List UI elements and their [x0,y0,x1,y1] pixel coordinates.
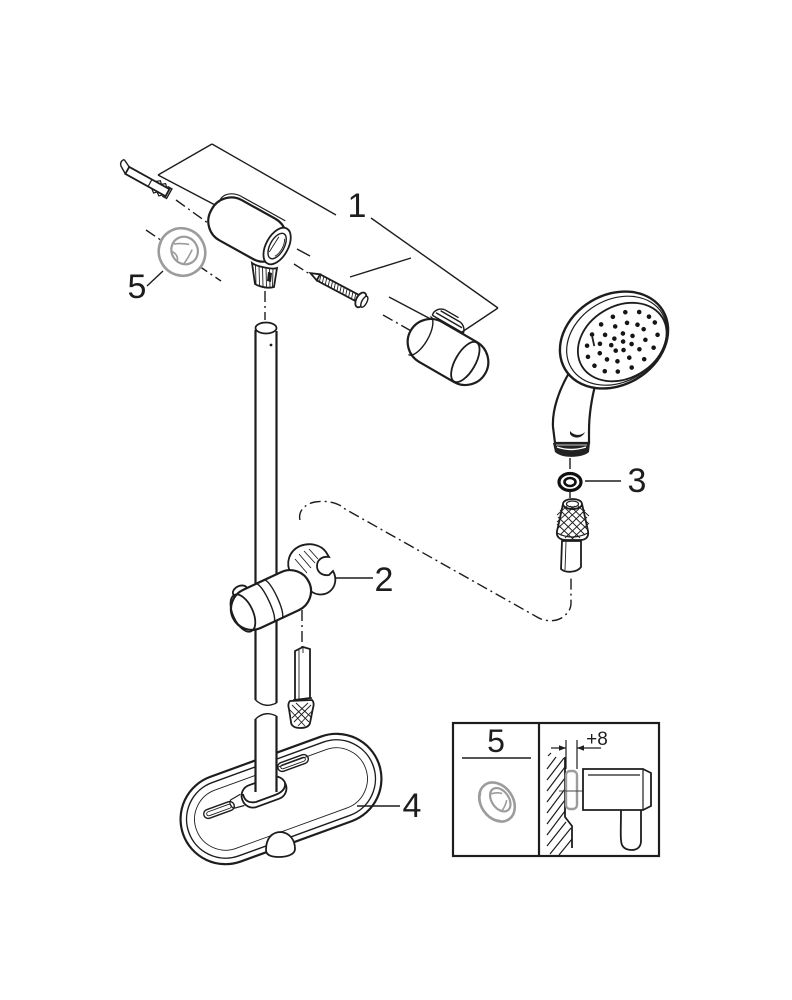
handle-mark [570,431,585,438]
label-part5: 5 [128,268,147,306]
hose-stub-upper [560,540,582,573]
spacer-ring [157,226,207,278]
inset-spacer-ring-icon [477,781,517,823]
shower-rail [254,321,278,792]
shower-head-face [558,290,670,390]
inset-part-label: 5 [487,723,505,759]
inset-dimension-label: +8 [586,729,608,750]
label-part4: 4 [403,787,422,825]
part1-group-outline [157,143,499,335]
cover-cap [406,308,490,387]
inset-bracket-side-view [582,768,652,851]
bracket-clamp-boss [250,260,279,289]
slider-holder [229,543,337,633]
hose-nut-upper [555,498,590,573]
dish-collar-front-rim [242,782,286,804]
hand-shower [551,290,670,457]
holder-cradle-hook [287,543,337,596]
rail-bottom-cap [265,831,296,858]
wall-plug [119,158,173,200]
label-part3: 3 [628,462,647,500]
inset-detail-box: 5 +8 [451,721,661,858]
screw [308,271,369,309]
label-5-leader [146,270,164,287]
wall-bracket-mount [207,193,292,266]
hose-routing-curve [298,500,572,622]
inset-dimension: +8 [551,729,608,769]
label-part2: 2 [375,561,394,599]
dish-slot [276,753,310,773]
hose-gasket [557,458,583,498]
inset-spacer-side-view [564,769,579,811]
hose-end-lower [287,610,315,729]
spray-nozzles [584,309,660,374]
label-part1: 1 [348,187,367,225]
